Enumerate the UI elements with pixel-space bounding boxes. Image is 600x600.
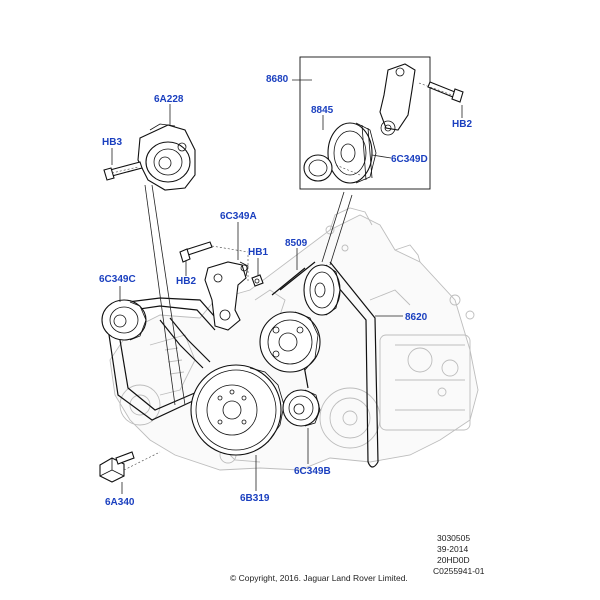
callout-6c349d: 6C349D (391, 154, 428, 165)
callout-6c349c: 6C349C (99, 274, 136, 285)
callouts: 6A228 HB3 8680 8845 HB2 6C349D 6C349A HB… (99, 74, 472, 508)
callout-6c349b: 6C349B (294, 466, 331, 477)
callout-8845: 8845 (311, 105, 334, 116)
callout-hb2-mid: HB2 (176, 276, 196, 287)
callout-hb2-top: HB2 (452, 119, 472, 130)
reference-block: 3030505 39-2014 20HD0D C0255941-01 (433, 533, 485, 576)
callout-8509: 8509 (285, 238, 308, 249)
callout-8680: 8680 (266, 74, 289, 85)
copyright-notice: © Copyright, 2016. Jaguar Land Rover Lim… (230, 573, 408, 583)
drive-belt-8620 (271, 261, 379, 468)
bolt-hb3 (103, 161, 143, 181)
bolt-6a340 (99, 451, 135, 483)
pulley-mid (259, 311, 321, 373)
callout-6c349a: 6C349A (220, 211, 257, 222)
callout-6a340: 6A340 (105, 497, 135, 508)
bolt-hb2-mid (179, 241, 213, 263)
bolt-hb1 (251, 274, 264, 287)
callout-hb3: HB3 (102, 137, 122, 148)
callout-8620: 8620 (405, 312, 428, 323)
reference-line-3: 20HD0D (437, 555, 470, 565)
reference-line-2: 39-2014 (437, 544, 468, 554)
crankshaft-damper-6b319 (190, 364, 285, 456)
reference-line-1: 3030505 (437, 533, 470, 543)
callout-6a228: 6A228 (154, 94, 184, 105)
pulley-8509 (303, 264, 341, 316)
callout-hb1: HB1 (248, 247, 268, 258)
idler-pulley-6c349c (101, 299, 147, 341)
reference-line-4: C0255941-01 (433, 566, 485, 576)
idler-pulley-6c349b (282, 389, 321, 427)
leader-lines (111, 79, 463, 494)
tensioner-6c349a (204, 261, 249, 331)
guide-lines (111, 82, 453, 471)
callout-6b319: 6B319 (240, 493, 270, 504)
inset-box-8680 (299, 56, 464, 190)
tensioner-6a228 (137, 123, 196, 191)
